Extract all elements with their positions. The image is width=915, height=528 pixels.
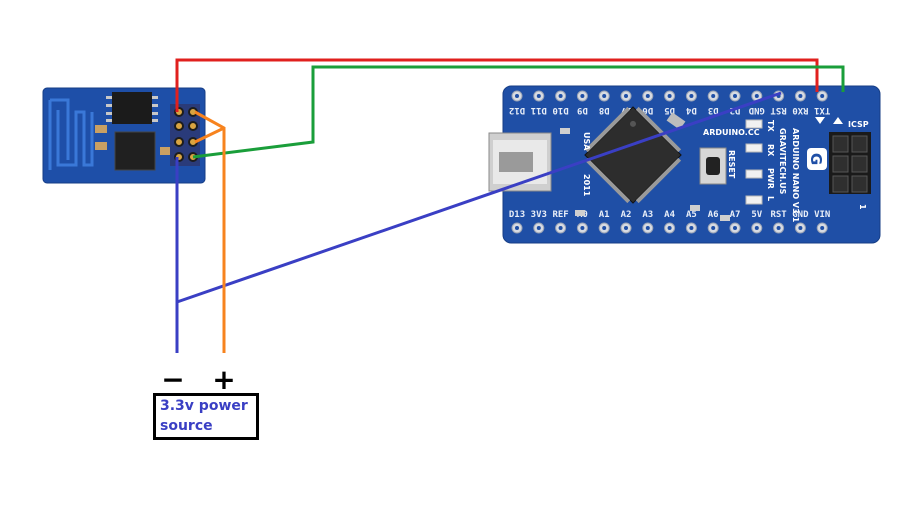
- top-pin-label-d8: D8: [599, 105, 610, 115]
- top-pin-label-d11: D11: [531, 105, 547, 115]
- bottom-pin-hole-a3: [645, 226, 650, 230]
- top-pin-label-gnd: GND: [748, 105, 765, 115]
- top-pin-label-d6: D6: [642, 105, 653, 115]
- bottom-pin-hole-a6: [711, 226, 716, 230]
- top-pin-hole-d8: [602, 94, 607, 98]
- rx-arrow-icon: [815, 117, 825, 124]
- top-pin-hole-rx0: [798, 94, 803, 98]
- top-pin-hole-d3: [711, 94, 716, 98]
- text-rx: RX: [766, 144, 775, 157]
- top-pin-hole-d6: [645, 94, 650, 98]
- esp-main-chip: [114, 131, 156, 171]
- bottom-pin-hole-5v: [754, 226, 759, 230]
- wire-blue-arduino-gnd: [176, 91, 782, 304]
- bottom-pin-label-a2: A2: [621, 210, 632, 220]
- bottom-pin-hole-a0: [580, 226, 585, 230]
- text-year: 2011: [582, 174, 591, 197]
- usb-mini-connector: [488, 132, 552, 192]
- text-arduino-cc: ARDUINO.CC: [703, 128, 760, 137]
- arduino-bottom-pin-row: D133V3REFA0A1A2A3A4A5A6A75VRSTGNDVIN: [509, 210, 830, 234]
- text-pin-one: 1: [858, 204, 867, 210]
- top-pin-hole-tx1: [820, 94, 825, 98]
- text-tx: TX: [766, 120, 775, 132]
- arduino-top-pin-row: D12D11D10D9D8D7D6D5D4D3D2GNDRSTRX0TX1: [509, 90, 830, 115]
- bottom-pin-hole-a4: [667, 226, 672, 230]
- esp-flash-chip: [112, 92, 152, 124]
- top-pin-hole-d4: [689, 94, 694, 98]
- bottom-pin-hole-gnd: [798, 226, 803, 230]
- bottom-pin-label-gnd: GND: [792, 210, 809, 220]
- bottom-pin-label-rst: RST: [770, 210, 787, 220]
- top-pin-label-rst: RST: [770, 105, 787, 115]
- power-source-box: 3.3v power source: [153, 393, 259, 440]
- text-icsp: ICSP: [848, 120, 869, 129]
- text-reset: RESET: [727, 150, 736, 179]
- reset-button: [699, 147, 727, 185]
- bottom-pin-label-vin: VIN: [814, 210, 830, 220]
- top-pin-label-d12: D12: [509, 105, 525, 115]
- bottom-pin-hole-rst: [776, 226, 781, 230]
- top-pin-hole-gnd: [754, 94, 759, 98]
- bottom-pin-hole-vin: [820, 226, 825, 230]
- plus-sign: +: [212, 363, 235, 396]
- arduino-nano-board: D12D11D10D9D8D7D6D5D4D3D2GNDRSTRX0TX1 D1…: [488, 85, 881, 244]
- bottom-pin-label-a4: A4: [664, 210, 675, 220]
- bottom-pin-hole-ref: [558, 226, 563, 230]
- top-pin-label-d3: D3: [708, 105, 719, 115]
- top-pin-hole-d7: [624, 94, 628, 98]
- top-pin-label-d10: D10: [552, 105, 568, 115]
- top-pin-hole-d2: [733, 94, 737, 98]
- bottom-pin-label-5v: 5V: [751, 210, 762, 220]
- top-pin-label-tx1: TX1: [814, 105, 830, 115]
- top-pin-label-d4: D4: [685, 105, 696, 115]
- text-gravitech: GRAVITECH.US: [778, 128, 787, 195]
- text-l: L: [766, 196, 775, 201]
- bottom-pin-label-ref: REF: [552, 210, 568, 220]
- bottom-pin-label-a7: A7: [730, 210, 741, 220]
- bottom-pin-hole-a7: [733, 226, 737, 230]
- status-leds: [745, 119, 763, 205]
- tx-arrow-icon: [833, 117, 843, 124]
- text-nano: ARDUINO NANO V3.1: [791, 128, 800, 223]
- bottom-pin-hole-a1: [602, 226, 607, 230]
- bottom-pin-hole-a2: [624, 226, 628, 230]
- bottom-pin-label-a6: A6: [708, 210, 719, 220]
- bottom-pin-label-a3: A3: [642, 210, 653, 220]
- icsp-header: [829, 132, 871, 194]
- power-source-label: 3.3v power source: [160, 398, 248, 434]
- top-pin-hole-d12: [515, 94, 519, 98]
- gravitech-logo: G: [807, 148, 827, 170]
- top-pin-label-d5: D5: [664, 105, 675, 115]
- top-pin-hole-d5: [667, 94, 672, 98]
- wire-red: [175, 58, 819, 112]
- bottom-pin-label-a5: A5: [686, 210, 697, 220]
- top-pin-label-rx0: RX0: [792, 105, 808, 115]
- text-usa: USA: [582, 132, 591, 151]
- minus-sign: −: [161, 363, 184, 396]
- bottom-pin-hole-d13: [515, 226, 519, 230]
- top-pin-hole-d9: [580, 94, 585, 98]
- wire-orange-chpd: [194, 126, 225, 144]
- wire-green: [192, 65, 845, 159]
- bottom-pin-hole-a5: [689, 226, 694, 230]
- top-pin-hole-d11: [536, 94, 541, 98]
- bottom-pin-label-a1: A1: [599, 210, 610, 220]
- esp-antenna: [48, 98, 94, 170]
- top-pin-label-d9: D9: [577, 105, 588, 115]
- top-pin-hole-d10: [558, 94, 563, 98]
- bottom-pin-hole-3v3: [536, 226, 541, 230]
- atmega-chip: [584, 106, 682, 204]
- esp8266-module: [42, 87, 206, 184]
- bottom-pin-label-3v3: 3V3: [531, 210, 547, 220]
- logo-letter: G: [807, 153, 825, 165]
- bottom-pin-label-d13: D13: [509, 210, 525, 220]
- text-pwr: PWR: [766, 168, 775, 189]
